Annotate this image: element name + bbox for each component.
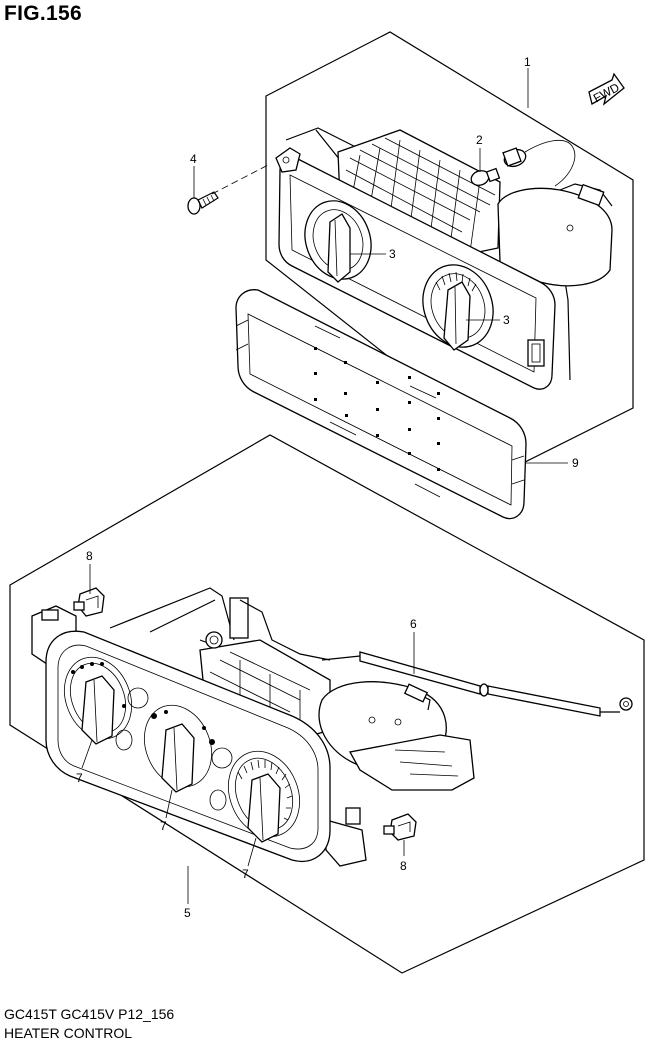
bulb-part-2	[470, 139, 576, 187]
callout-5: 5	[184, 906, 191, 920]
figure-footer: GC415T GC415V P12_156 HEATER CONTROL	[4, 1005, 174, 1043]
callout-8-top: 8	[86, 549, 93, 563]
indicator-dots	[314, 347, 440, 471]
callout-8-bottom: 8	[400, 859, 407, 873]
callout-7-middle: 7	[160, 819, 167, 833]
figure-title: FIG.156	[4, 2, 82, 25]
callout-7-left: 7	[76, 771, 83, 785]
clip-part-8-top	[73, 587, 105, 617]
heater-control-unit	[31, 587, 475, 867]
callout-1: 1	[524, 55, 531, 69]
heater-control-panel	[275, 127, 613, 390]
knob-part-7-left	[81, 675, 115, 745]
figure-caption: HEATER CONTROL	[4, 1025, 133, 1041]
fwd-arrow-icon: FWD	[588, 72, 625, 106]
knob-part-7-middle	[161, 723, 195, 793]
callout-2: 2	[476, 133, 483, 147]
callout-6: 6	[410, 617, 417, 631]
callout-7-right: 7	[242, 867, 249, 881]
callout-4: 4	[190, 152, 197, 166]
motor-housing	[497, 183, 613, 287]
model-codes: GC415T GC415V P12_156	[4, 1006, 175, 1022]
assembly-5-frame	[9, 434, 645, 974]
knob-right-part-3	[443, 281, 471, 351]
screw-part-4	[187, 164, 269, 215]
callout-3-lower: 3	[503, 313, 510, 327]
callout-9: 9	[572, 456, 579, 470]
clip-part-8-bottom	[383, 813, 417, 841]
knob-left-part-3	[327, 213, 351, 283]
bezel-plate-part-9	[235, 289, 527, 520]
assembly-1-frame	[265, 31, 634, 464]
cable-part-6	[321, 651, 633, 717]
leader-lines	[81, 68, 568, 904]
callout-3-upper: 3	[389, 247, 396, 261]
knob-part-7-right	[247, 773, 281, 843]
